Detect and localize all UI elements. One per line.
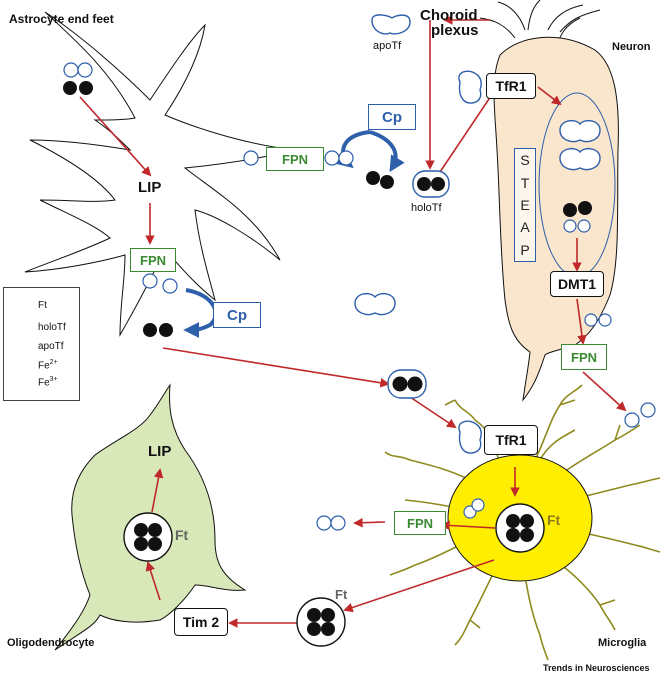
cp-top: Cp <box>368 104 416 130</box>
ferritin-shapes <box>123 503 545 647</box>
legend-fe3: Fe3+ <box>38 376 58 389</box>
footer-credit: Trends in Neurosciences <box>543 663 650 673</box>
cp-astro-arrow <box>183 288 218 338</box>
fe2-ions <box>63 62 656 531</box>
cp-astrocyte: Cp <box>213 302 261 328</box>
legend-ft: Ft <box>38 300 47 311</box>
steap-letter: P <box>520 241 530 258</box>
cp-top-arrow-b <box>369 130 405 173</box>
neuron-body <box>479 0 601 51</box>
fpn-astrocyte-top: FPN <box>266 147 324 171</box>
apotf-label: apoTf <box>373 40 402 52</box>
legend: Ft holoTf apoTf Fe2+ Fe3+ <box>3 287 80 401</box>
dmt1-box: DMT1 <box>550 271 604 297</box>
tfr1-neuron: TfR1 <box>486 73 536 99</box>
ft-microglia-label: Ft <box>547 512 561 528</box>
fpn-neuron: FPN <box>561 344 607 370</box>
legend-holotf: holoTf <box>38 322 66 333</box>
tim2-box: Tim 2 <box>174 608 228 636</box>
apotf-shapes <box>354 14 601 454</box>
holotf-label: holoTf <box>411 202 442 214</box>
plexus-label: plexus <box>431 22 479 39</box>
fpn-astrocyte: FPN <box>130 248 176 272</box>
microglia-label: Microglia <box>598 637 647 649</box>
astrocyte-label: Astrocyte end feet <box>9 12 114 26</box>
lip-astrocyte-label: LIP <box>138 179 162 196</box>
fpn-microglia: FPN <box>394 511 446 535</box>
legend-apotf: apoTf <box>38 341 64 352</box>
tfr1-microglia: TfR1 <box>484 425 538 455</box>
steap-letter: S <box>520 152 530 169</box>
steap-box: S T E A P <box>514 148 536 262</box>
choroid-label: Choroid <box>420 7 478 24</box>
astrocyte-outline <box>24 11 296 337</box>
neuron-label: Neuron <box>612 41 651 53</box>
legend-fe2: Fe2+ <box>38 359 58 372</box>
red-arrows <box>79 15 627 628</box>
ft-free-label: Ft <box>335 587 348 602</box>
fe3-ions <box>63 81 592 337</box>
lip-oligo-label: LIP <box>148 443 172 460</box>
steap-letter: T <box>520 174 530 191</box>
steap-letter: A <box>520 219 530 236</box>
steap-letter: E <box>520 196 530 213</box>
ft-oligo-label: Ft <box>175 527 189 543</box>
holotf-shapes <box>387 170 450 399</box>
oligodendrocyte-label: Oligodendrocyte <box>7 637 95 649</box>
